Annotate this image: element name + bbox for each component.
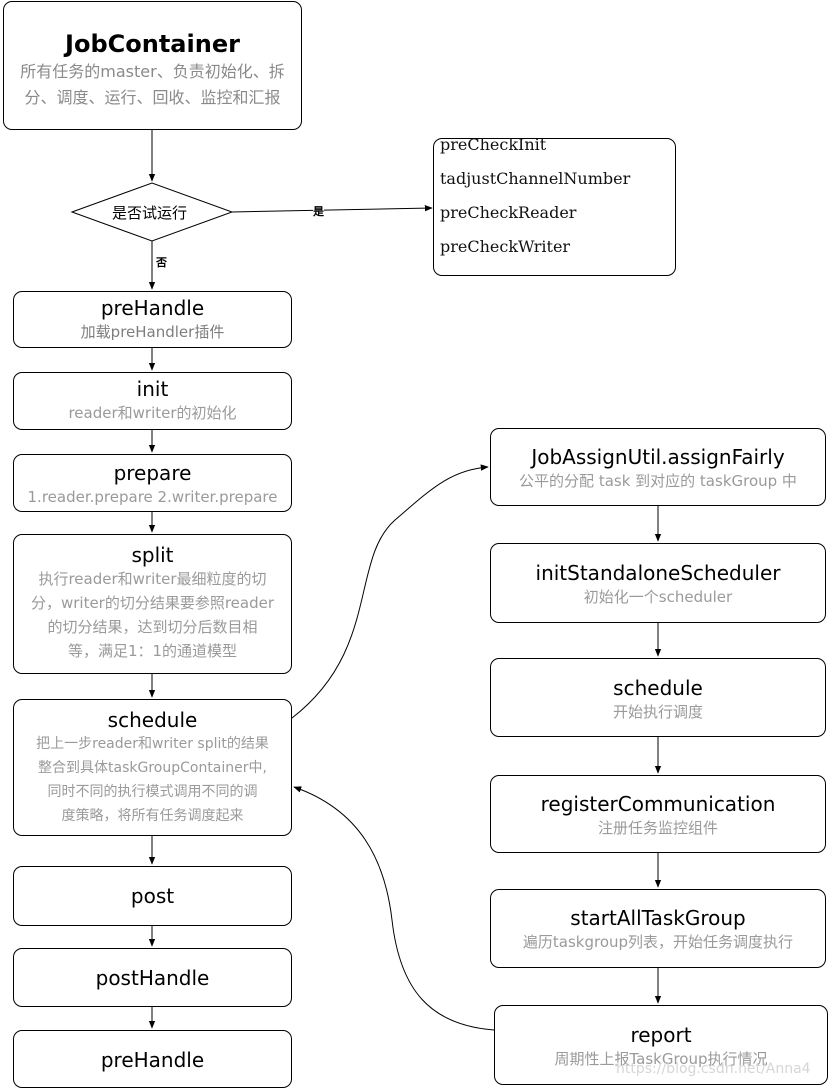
arrow-decision-yes xyxy=(231,204,433,213)
step-title: schedule xyxy=(107,708,198,732)
step-assign-fairly: JobAssignUtil.assignFairly 公平的分配 task 到对… xyxy=(490,428,826,506)
step-title: JobAssignUtil.assignFairly xyxy=(531,445,785,469)
precheck-box: preCheckInit tadjustChannelNumber preChe… xyxy=(433,135,676,276)
step-title: init xyxy=(136,377,169,401)
step-prehandle-final: preHandle xyxy=(13,1030,292,1088)
step-posthandle: postHandle xyxy=(13,948,292,1007)
step-title: postHandle xyxy=(95,966,210,990)
step-desc: 注册任务监控组件 xyxy=(597,819,718,837)
step-desc: 开始执行调度 xyxy=(612,703,703,721)
step-title: split xyxy=(131,543,174,567)
step-title: report xyxy=(630,1023,692,1047)
step-desc-line: 的切分结果，达到切分后数目相 xyxy=(47,618,258,636)
job-container-desc: 所有任务的master、负责初始化、拆分、调度、运行、回收、监控和汇报 xyxy=(20,62,285,107)
step-desc: reader和writer的初始化 xyxy=(68,404,237,422)
step-desc: 加载preHandler插件 xyxy=(80,323,225,341)
step-desc-line: 整合到具体taskGroupContainer中, xyxy=(38,760,267,776)
step-title: startAllTaskGroup xyxy=(570,906,746,930)
arrow-report-to-schedule xyxy=(293,786,495,1031)
precheck-item: preCheckReader xyxy=(440,203,577,222)
step-desc: 周期性上报TaskGroup执行情况 xyxy=(554,1050,768,1068)
step-title: preHandle xyxy=(100,1048,205,1072)
decision-no-label: 否 xyxy=(156,254,167,270)
step-title: schedule xyxy=(613,676,703,700)
job-container-node: JobContainer 所有任务的master、负责初始化、拆分、调度、运行、… xyxy=(3,1,302,130)
step-desc-line: 执行reader和writer最细粒度的切 xyxy=(38,570,267,588)
step-title: initStandaloneScheduler xyxy=(535,561,781,585)
step-start-all-taskgroup: startAllTaskGroup 遍历taskgroup列表，开始任务调度执行 xyxy=(490,889,826,968)
precheck-item: tadjustChannelNumber xyxy=(440,169,631,188)
step-desc-line: 度策略，将所有任务调度起来 xyxy=(61,808,244,824)
step-title: post xyxy=(130,884,175,908)
step-title: registerCommunication xyxy=(540,792,776,816)
step-desc: 初始化一个scheduler xyxy=(583,588,733,606)
step-desc-line: 把上一步reader和writer split的结果 xyxy=(36,736,269,752)
decision-yes-label: 是 xyxy=(313,203,324,219)
watermark-text: https://blog.csdn.net/Anna4 xyxy=(616,1061,811,1077)
step-init: init reader和writer的初始化 xyxy=(13,372,292,430)
decision-label: 是否试运行 xyxy=(112,204,188,222)
arrow-schedule-to-assign xyxy=(291,464,489,719)
step-title: preHandle xyxy=(100,296,205,320)
step-desc-line: 分，writer的切分结果要参照reader xyxy=(30,594,275,612)
step-register-communication: registerCommunication 注册任务监控组件 xyxy=(490,775,826,853)
step-desc-line: 等，满足1：1的通道模型 xyxy=(67,642,238,660)
step-schedule-right: schedule 开始执行调度 xyxy=(490,658,826,737)
step-desc-line: 同时不同的执行模式调用不同的调 xyxy=(47,784,258,800)
step-title: prepare xyxy=(113,461,192,485)
step-split: split 执行reader和writer最细粒度的切 分，writer的切分结… xyxy=(13,534,292,674)
step-desc: 公平的分配 task 到对应的 taskGroup 中 xyxy=(519,472,797,490)
precheck-item: preCheckInit xyxy=(440,135,547,154)
step-report: report 周期性上报TaskGroup执行情况 xyxy=(494,1005,828,1085)
step-post: post xyxy=(13,866,292,926)
step-prepare: prepare 1.reader.prepare 2.writer.prepar… xyxy=(13,454,292,512)
step-desc: 1.reader.prepare 2.writer.prepare xyxy=(27,488,278,506)
step-prehandle: preHandle 加载preHandler插件 xyxy=(13,291,292,348)
step-init-standalone-scheduler: initStandaloneScheduler 初始化一个scheduler xyxy=(490,543,826,623)
step-schedule: schedule 把上一步reader和writer split的结果 整合到具… xyxy=(13,699,292,836)
precheck-item: preCheckWriter xyxy=(440,237,571,256)
step-desc: 遍历taskgroup列表，开始任务调度执行 xyxy=(522,933,794,951)
job-container-title: JobContainer xyxy=(65,30,240,58)
